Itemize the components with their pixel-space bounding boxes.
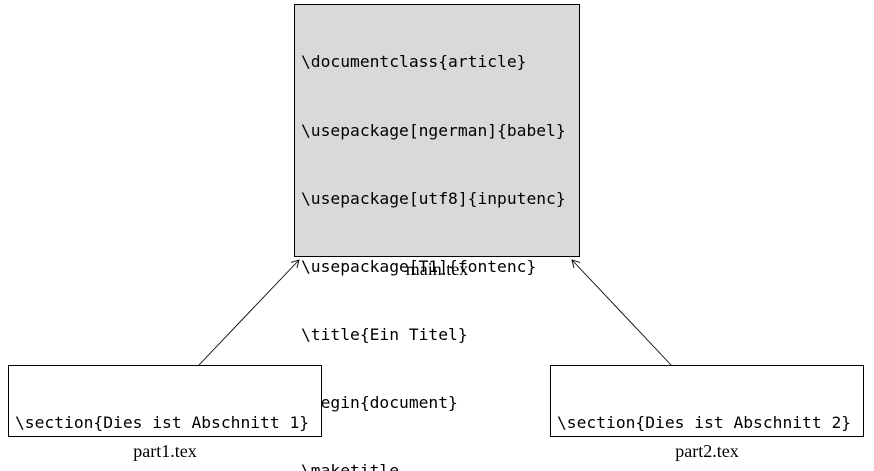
part2-tex-filename-label: part2.tex bbox=[675, 441, 739, 461]
code-line: \section{Dies ist Abschnitt 1} bbox=[15, 413, 310, 433]
code-line: \documentclass{article} bbox=[301, 52, 527, 72]
part2-tex-code-box: \section{Dies ist Abschnitt 2} Hier ein … bbox=[550, 365, 864, 437]
code-line: \usepackage[T1]{fontenc} bbox=[301, 256, 537, 276]
arrow-part2-to-main bbox=[571, 259, 673, 367]
part1-tex-code-box: \section{Dies ist Abschnitt 1} Hier ein … bbox=[8, 365, 322, 437]
code-line: \usepackage[utf8]{inputenc} bbox=[301, 188, 566, 208]
code-line: \begin{document} bbox=[301, 392, 458, 412]
code-line: \usepackage[ngerman]{babel} bbox=[301, 120, 566, 140]
code-line: \title{Ein Titel} bbox=[301, 324, 468, 344]
main-tex-code-box: \documentclass{article} \usepackage[nger… bbox=[294, 4, 580, 471]
main-tex-filename-label: main.tex bbox=[405, 259, 469, 279]
code-line: \maketitle bbox=[301, 460, 400, 471]
code-line: \section{Dies ist Abschnitt 2} bbox=[557, 413, 852, 433]
part1-tex-filename-label: part1.tex bbox=[133, 441, 197, 461]
arrow-part1-to-main bbox=[197, 259, 300, 367]
